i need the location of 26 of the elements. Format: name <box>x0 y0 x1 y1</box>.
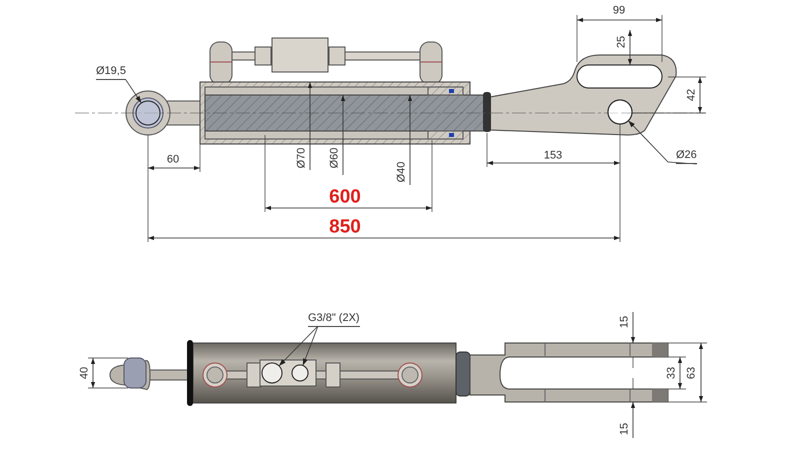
port-callout: G3/8" (2X) <box>308 313 360 327</box>
dimension-value: 600 <box>329 188 361 206</box>
diameter-callout: Ø26 <box>676 150 697 164</box>
dimension-text: 15 <box>620 316 630 328</box>
dimension-text: 33 <box>666 366 678 380</box>
dimension-text: 99 <box>612 6 626 16</box>
dimension-text: 60 <box>166 154 180 166</box>
dimension-text: Ø70 <box>296 148 308 168</box>
eye-hole <box>136 100 160 126</box>
leader-line <box>126 80 142 104</box>
leader-line <box>302 326 318 366</box>
leader-line <box>278 326 318 366</box>
dimension-text: 15 <box>620 422 630 436</box>
leader-line <box>628 120 698 164</box>
dimension-text: Ø40 <box>396 162 408 182</box>
dimension-text: Ø60 <box>330 148 340 168</box>
dimension-text: 153 <box>544 150 562 162</box>
dimension-text: 42 <box>686 88 698 102</box>
hydraulic-port <box>262 362 282 384</box>
dimension-value: 850 <box>329 218 361 236</box>
hydraulic-port <box>292 364 308 382</box>
dimension-text: 63 <box>686 366 698 380</box>
dimension-text: 25 <box>616 36 628 48</box>
pin-hole <box>608 100 632 124</box>
diameter-callout: Ø19,5 <box>96 66 126 80</box>
dimension-text: 40 <box>80 366 90 380</box>
